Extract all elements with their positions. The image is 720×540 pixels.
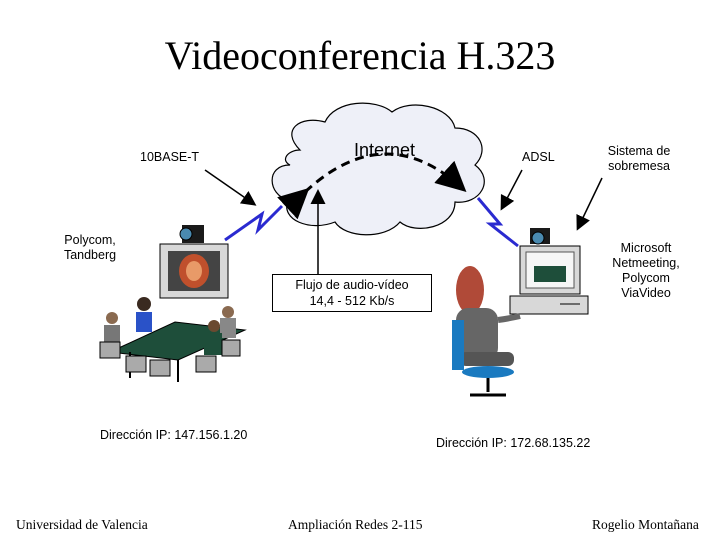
right-products-label: Microsoft Netmeeting, Polycom ViaVideo: [612, 241, 680, 300]
footer-left: Universidad de Valencia: [16, 517, 148, 532]
desktop-arrow: [576, 177, 603, 231]
slide-title: Videoconferencia H.323: [164, 33, 556, 78]
right-ip-label: Dirección IP: 172.68.135.22: [436, 436, 591, 450]
right-lightning-link: [476, 197, 519, 248]
left-products-label: Polycom, Tandberg: [63, 233, 117, 262]
left-lightning-link: [224, 204, 284, 242]
desktop-system-label: Sistema de sobremesa: [607, 144, 671, 173]
internet-label: Internet: [354, 140, 416, 160]
ethernet-label: 10BASE-T: [140, 150, 200, 164]
adsl-arrow: [500, 169, 523, 211]
flow-line2: 14,4 - 512 Kb/s: [309, 294, 395, 308]
footer-right: Rogelio Montañana: [592, 517, 699, 532]
room-video-system: [159, 225, 229, 299]
flow-line1: Flujo de audio-vídeo: [295, 278, 409, 292]
flow-box: Flujo de audio-vídeo 14,4 - 512 Kb/s: [272, 274, 432, 312]
desktop-user: [452, 266, 521, 397]
ethernet-arrow: [204, 169, 257, 206]
conference-table: [99, 297, 247, 382]
desktop-computer: [509, 228, 589, 315]
adsl-label: ADSL: [522, 150, 555, 164]
left-ip-label: Dirección IP: 147.156.1.20: [100, 428, 248, 442]
internet-cloud: [271, 102, 485, 236]
dashed-flow-arc: [277, 152, 467, 220]
footer-center: Ampliación Redes 2-115: [288, 517, 423, 532]
